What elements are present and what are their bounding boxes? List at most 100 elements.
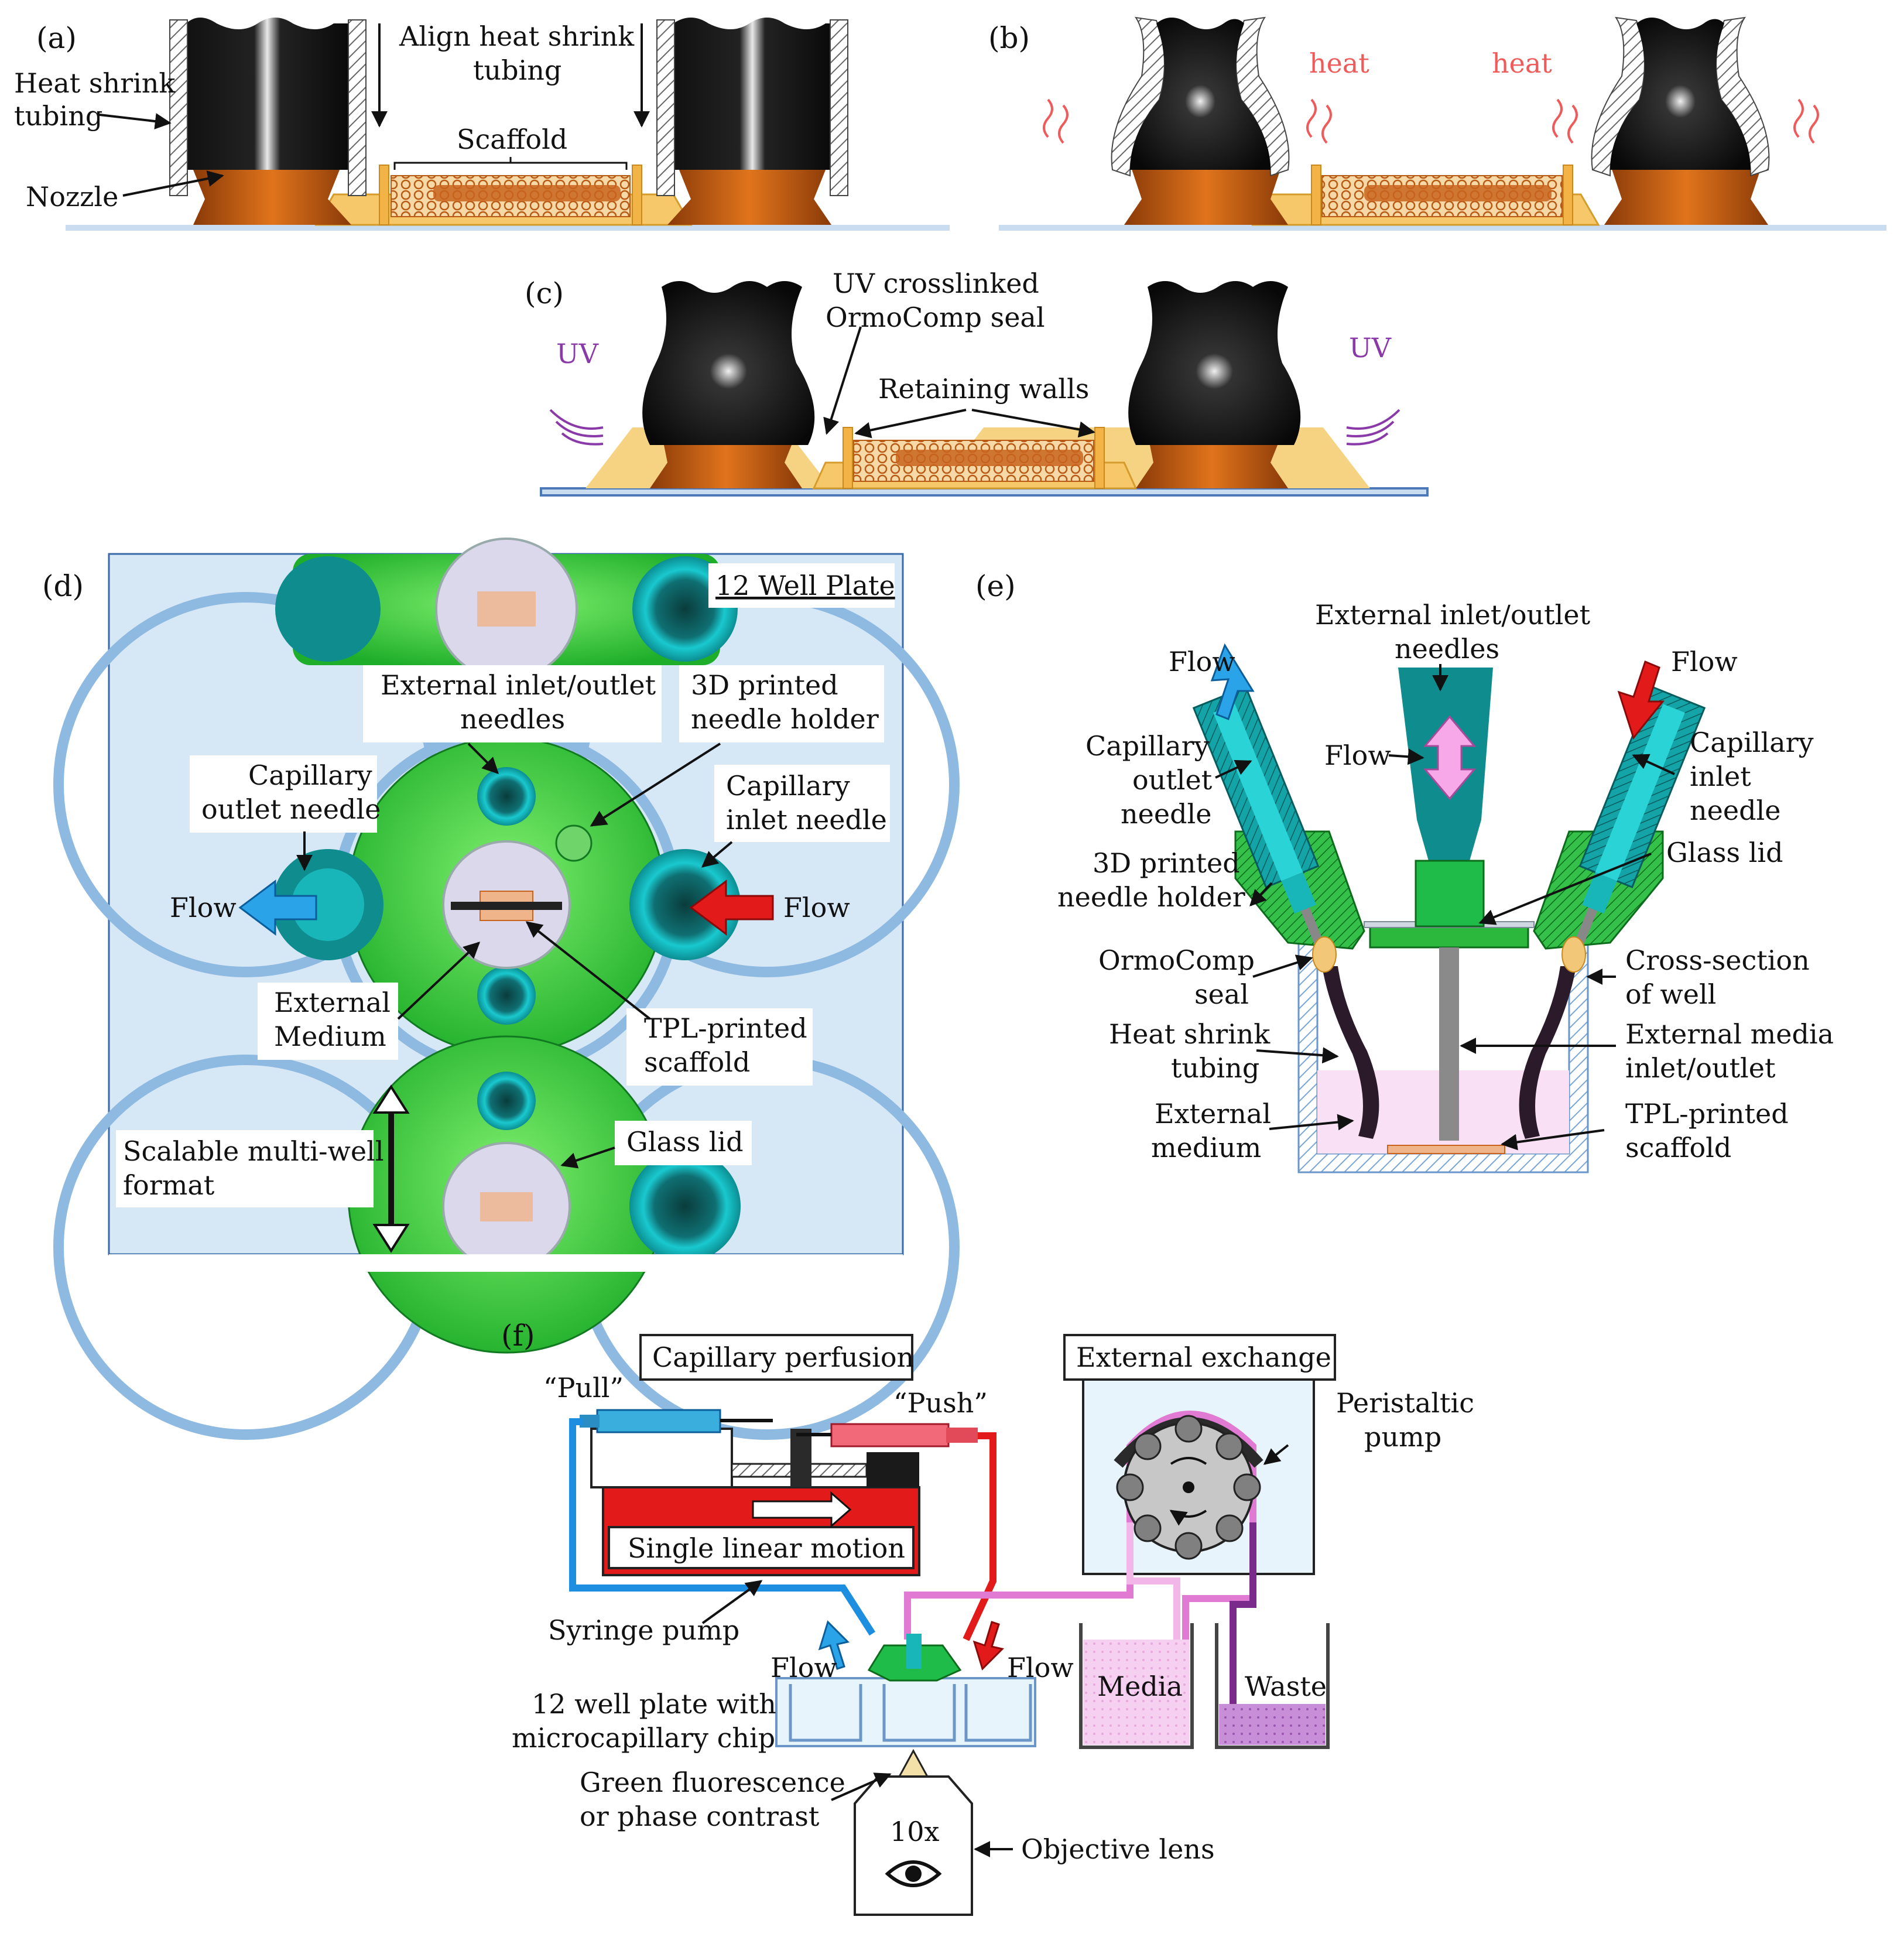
label-objective: Objective lens: [1021, 1833, 1215, 1865]
black-bulb-b-right: [1610, 18, 1751, 170]
label-peristaltic-2: pump: [1364, 1421, 1441, 1453]
label-plate: 12 well plate with: [532, 1688, 776, 1720]
seal-e-right: [1561, 936, 1586, 973]
label-e-flow-mid: Flow: [1324, 740, 1391, 771]
label-d-ext-needles: External inlet/outlet: [381, 669, 656, 701]
label-e-outlet-2: outlet: [1132, 764, 1213, 796]
label-d-scalable: Scalable multi-well: [123, 1135, 384, 1167]
panel-label-b: (b): [988, 21, 1030, 55]
well-plate: [775, 1677, 1036, 1747]
tube-pink-media: [1126, 1522, 1180, 1675]
nozzle-pointer: [122, 170, 224, 197]
label-d-tpl: TPL-printed: [644, 1012, 807, 1044]
flow-arrow-e-left: [1210, 643, 1255, 720]
panel-e-pointers: [1215, 664, 1675, 1151]
panel-label-a: (a): [36, 21, 77, 55]
substrate-glass-c: [540, 487, 1429, 497]
label-capillary-perfusion: Capillary perfusion: [652, 1341, 914, 1373]
box-medium: [258, 983, 398, 1060]
label-scaffold: Scaffold: [457, 124, 567, 155]
label-e-inlet-3: needle: [1690, 795, 1780, 826]
box-ext-needles: [363, 665, 662, 742]
label-nozzle: Nozzle: [26, 181, 118, 213]
flow-arrow-e-right: [1617, 660, 1665, 740]
label-peristaltic: Peristaltic: [1336, 1387, 1474, 1419]
label-e-media-2: inlet/outlet: [1625, 1052, 1776, 1084]
tube-red: [963, 1432, 996, 1641]
label-e-seal-2: seal: [1194, 978, 1249, 1010]
flow-mid-arrow: [1423, 715, 1477, 800]
push-syringe-tip: [946, 1428, 978, 1443]
label-12-well-plate: 12 Well Plate: [715, 570, 895, 601]
substrate-glass-b: [999, 225, 1886, 231]
label-d-medium: External: [274, 987, 391, 1018]
objective-body: [854, 1775, 973, 1916]
label-e-ext-needles-2: needles: [1395, 633, 1499, 665]
label-e-flow-right: Flow: [1671, 646, 1738, 677]
panel-label-e: (e): [975, 569, 1016, 603]
panel-c: (c) UV UV UV crosslinked OrmoComp seal R…: [525, 268, 1429, 497]
well-plate-wells: [789, 1684, 1032, 1742]
ext-needle-bottom-row: [477, 1072, 536, 1130]
label-pull: “Pull”: [543, 1372, 624, 1404]
label-e-ext-needles: External inlet/outlet: [1315, 599, 1591, 631]
uv-waves: [549, 409, 1400, 446]
label-d-inlet: Capillary: [726, 770, 850, 802]
heat-shrink-b-left: [1111, 16, 1290, 177]
panel-f-pointers: [701, 1444, 1289, 1857]
panel-e: (e): [975, 569, 1834, 1173]
black-tube-right: [673, 18, 831, 170]
panel-a: (a) Heat shrink tubing Nozzle Align heat…: [14, 18, 950, 231]
panel-label-f: (f): [501, 1319, 535, 1353]
retaining-wall-left: [379, 165, 389, 225]
label-heat-shrink: Heat shrink: [14, 67, 176, 99]
box-plate: [708, 563, 895, 608]
black-tube-left: [186, 18, 348, 170]
walls-pointer-left: [854, 409, 967, 439]
inlet-needle-bottom: [629, 1151, 741, 1262]
label-retaining-walls: Retaining walls: [878, 373, 1089, 405]
label-e-flow-left: Flow: [1169, 646, 1235, 677]
tube-blue: [569, 1418, 876, 1636]
waste-liquid: [1219, 1704, 1326, 1745]
ext-needle-bottom: [477, 966, 536, 1025]
walls-pointer-right: [971, 409, 1095, 438]
nozzle-b-right: [1604, 164, 1768, 225]
label-d-flow-left: Flow: [170, 892, 237, 923]
label-e-inlet-2: inlet: [1690, 761, 1751, 792]
label-d-holder: 3D printed: [691, 669, 838, 701]
substrate-glass: [66, 225, 950, 231]
label-e-heat-2: tubing: [1171, 1052, 1259, 1084]
label-syringe-pump: Syringe pump: [548, 1614, 739, 1646]
label-d-scalable-2: format: [123, 1169, 215, 1201]
scaffold-bracket: [393, 157, 628, 170]
heat-shrink-pointer: [99, 113, 172, 129]
scaffold-capillary: [433, 185, 621, 201]
label-d-ext-needles-2: needles: [460, 703, 565, 735]
label-align-2: tubing: [473, 54, 561, 86]
pull-syringe: [596, 1409, 721, 1433]
label-green: Green fluorescence: [580, 1767, 845, 1798]
outlet-needle-top: [275, 556, 381, 662]
panel-b: (b) heat heat: [988, 16, 1886, 231]
media-reservoir: [1079, 1623, 1194, 1749]
label-e-holder: 3D printed: [1093, 847, 1240, 879]
panel-d: (d): [42, 538, 960, 1440]
scaffold-capillary-b: [1364, 185, 1552, 201]
heat-shrink-left-inner: [348, 19, 367, 196]
label-d-tpl-2: scaffold: [644, 1046, 750, 1078]
syringe-pump-motor: [867, 1452, 919, 1487]
label-media: Media: [1097, 1671, 1183, 1702]
eye-icon-pupil: [905, 1866, 922, 1882]
pull-syringe-tip: [580, 1415, 600, 1428]
tube-purple-waste: [1230, 1522, 1256, 1710]
nozzle-right: [667, 170, 831, 225]
label-e-ext-medium-2: medium: [1151, 1132, 1261, 1163]
label-green-2: or phase contrast: [580, 1801, 820, 1832]
heat-shrink-e-right: [1519, 966, 1576, 1139]
panel-label-d: (d): [42, 569, 84, 603]
label-d-holder-2: needle holder: [691, 703, 879, 735]
heat-shrink-b-right: [1591, 16, 1770, 177]
label-uv-left: UV: [556, 338, 599, 369]
flow-arrow-f-left: [818, 1620, 850, 1670]
